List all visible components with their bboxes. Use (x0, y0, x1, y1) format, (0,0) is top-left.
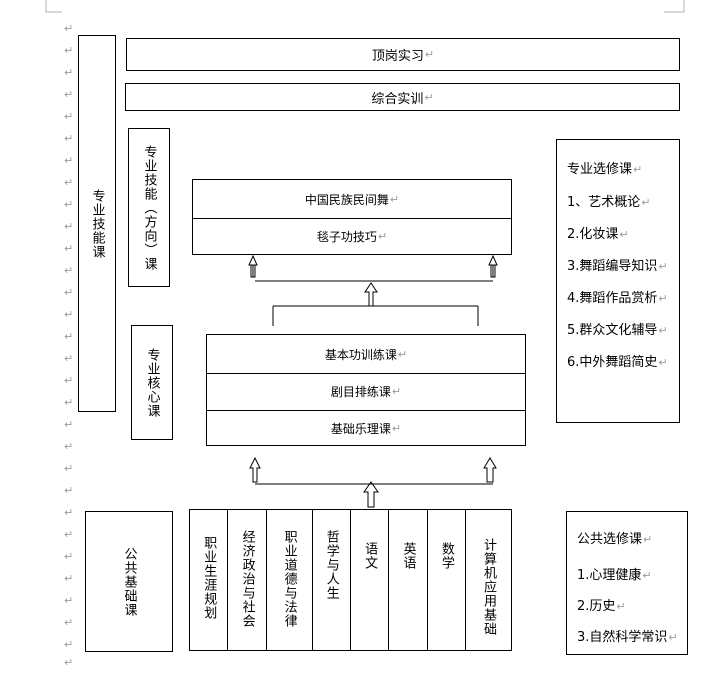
return-mark: ↵ (64, 264, 74, 277)
public-electives-title: 公共选修课↵ (577, 532, 653, 547)
skill-courses-box: 专业技能课 (78, 35, 116, 412)
public-course-cell: 数学 (428, 510, 467, 650)
direction-course-row: 中国民族民间舞↵ (193, 180, 511, 219)
return-mark: ↵ (64, 88, 74, 101)
direction-course-label: 中国民族民间舞 (304, 192, 389, 207)
return-mark: ↵ (64, 616, 74, 629)
return-mark: ↵ (64, 132, 74, 145)
professional-electives-title: 专业选修课↵ (567, 162, 643, 177)
practice-box: 综合实训↵ (125, 83, 680, 111)
core-courses-box: 专业核心课 (131, 325, 173, 440)
skill-direction-label: 专业技能（方向）课 (141, 144, 157, 271)
public-course-cell: 计算机应用基础 (481, 538, 497, 636)
return-mark: ↵ (64, 286, 74, 299)
elective-item: 1.心理健康↵ (577, 568, 652, 583)
core-list-box: 基本功训练课↵ 剧目排练课↵ 基础乐理课↵ (206, 334, 526, 446)
return-mark: ↵ (64, 440, 74, 453)
public-course-cell: 英语 (389, 510, 428, 650)
public-course-cell: 职业道德与法律 (267, 510, 313, 650)
elective-item: 6.中外舞蹈简史↵ (567, 355, 668, 370)
return-mark: ↵ (64, 638, 74, 651)
internship-label: 顶岗实习 (371, 49, 424, 64)
professional-electives-box: 专业选修课↵ 1、艺术概论↵ 2.化妆课↵ 3.舞蹈编导知识↵ 4.舞蹈作品赏析… (556, 139, 680, 423)
return-mark: ↵ (64, 656, 74, 669)
skill-courses-label: 专业技能课 (89, 188, 105, 259)
return-mark: ↵ (64, 220, 74, 233)
return-mark: ↵ (64, 418, 74, 431)
core-course-row: 基础乐理课↵ (330, 421, 402, 436)
core-course-row: 基本功训练课↵ (207, 335, 525, 374)
return-mark: ↵ (64, 66, 74, 79)
return-mark: ↵ (64, 154, 74, 167)
return-mark: ↵ (64, 550, 74, 563)
core-course-row: 剧目排练课↵ (207, 373, 525, 411)
return-mark: ↵ (64, 330, 74, 343)
practice-label: 综合实训 (371, 91, 424, 107)
return-mark: ↵ (64, 176, 74, 189)
elective-item: 4.舞蹈作品赏析↵ (567, 291, 668, 306)
core-course-label: 剧目排练课 (330, 385, 391, 399)
return-mark: ↵ (64, 594, 74, 607)
return-mark: ↵ (64, 198, 74, 211)
public-course-cell: 语文 (351, 510, 390, 650)
return-mark: ↵ (64, 462, 74, 475)
public-basic-box: 公共基础课 (85, 511, 173, 652)
public-basic-label: 公共基础课 (121, 546, 137, 617)
direction-courses-box: 中国民族民间舞↵ 毯子功技巧↵ (192, 179, 512, 255)
elective-item: 2.历史↵ (577, 599, 626, 614)
public-courses-box: 职业生涯规划 经济政治与社会 职业道德与法律 哲学与人生 语文 英语 数学 计算… (189, 509, 512, 651)
return-mark: ↵ (64, 110, 74, 123)
return-mark: ↵ (64, 572, 74, 585)
return-mark: ↵ (64, 242, 74, 255)
elective-item: 2.化妆课↵ (567, 227, 629, 242)
public-electives-box: 公共选修课↵ 1.心理健康↵ 2.历史↵ 3.自然科学常识↵ (566, 511, 688, 655)
return-mark: ↵ (64, 308, 74, 321)
core-course-label: 基础乐理课 (330, 421, 391, 436)
elective-item: 1、艺术概论↵ (567, 195, 651, 210)
return-mark: ↵ (64, 352, 74, 365)
public-course-cell: 经济政治与社会 (228, 510, 267, 650)
core-courses-label: 专业核心课 (144, 347, 160, 418)
core-course-label: 基本功训练课 (324, 347, 397, 362)
internship-box: 顶岗实习↵ (126, 38, 680, 71)
skill-direction-box: 专业技能（方向）课 (128, 128, 170, 287)
direction-course-label: 毯子功技巧 (316, 230, 377, 244)
elective-item: 3.自然科学常识↵ (577, 630, 678, 645)
return-mark: ↵ (64, 44, 74, 57)
return-mark: ↵ (64, 484, 74, 497)
elective-item: 5.群众文化辅导↵ (567, 323, 668, 338)
public-course-cell: 职业生涯规划 (190, 510, 229, 650)
return-mark: ↵ (64, 506, 74, 519)
direction-course-row: 毯子功技巧↵ (316, 230, 388, 244)
return-mark: ↵ (64, 528, 74, 541)
return-mark: ↵ (64, 396, 74, 409)
return-mark: ↵ (64, 374, 74, 387)
return-mark: ↵ (64, 22, 74, 35)
elective-item: 3.舞蹈编导知识↵ (567, 259, 668, 274)
public-course-cell: 哲学与人生 (313, 510, 351, 650)
